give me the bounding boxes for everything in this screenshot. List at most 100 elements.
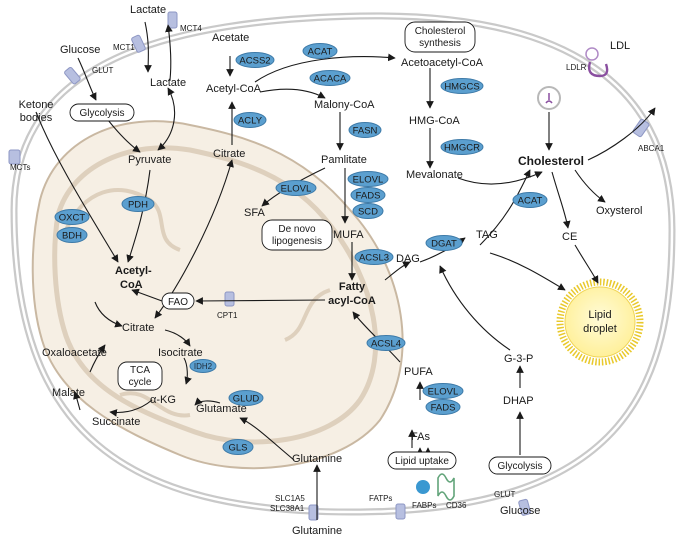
label-fatty-acyl-2: acyl-CoA [328, 295, 376, 307]
de-novo-lipogenesis-box: De novo lipogenesis [261, 219, 333, 251]
svg-text:TCA: TCA [130, 365, 150, 376]
label-glutamate: Glutamate [196, 403, 247, 415]
svg-text:FASN: FASN [353, 126, 378, 137]
label-oxysterol: Oxysterol [596, 205, 642, 217]
label-succinate: Succinate [92, 416, 140, 428]
enzyme-glud: GLUD [228, 390, 264, 406]
svg-text:ELOVL: ELOVL [281, 184, 312, 195]
svg-text:HMGCS: HMGCS [444, 82, 479, 93]
fao-box: FAO [161, 292, 195, 310]
label-akg: α-KG [150, 394, 176, 406]
label-ketone-2: bodies [20, 112, 53, 124]
glut-top-transporter [64, 66, 81, 85]
label-ldl: LDL [610, 40, 630, 52]
lipid-droplet-label-2: droplet [583, 323, 617, 335]
label-glucose-bottom: Glucose [500, 505, 540, 517]
label-slc38a1: SLC38A1 [270, 504, 305, 513]
svg-text:HMGCR: HMGCR [444, 143, 480, 154]
svg-text:cycle: cycle [129, 377, 152, 388]
label-dag: DAG [396, 253, 420, 265]
cpt1-transporter [224, 291, 235, 307]
enzyme-elovl-bottom: ELOVL [422, 383, 464, 399]
label-sfa: SFA [244, 207, 265, 219]
ldl-receptor-icon [585, 47, 609, 78]
label-ketone-1: Ketone [19, 99, 54, 111]
label-mcts: MCTs [10, 163, 30, 172]
label-acetyl-coa-mito-2: CoA [120, 279, 143, 291]
fabps-protein [416, 480, 430, 494]
svg-text:De novo: De novo [278, 224, 316, 235]
svg-text:ACLY: ACLY [238, 116, 263, 127]
svg-text:GLS: GLS [228, 443, 247, 454]
label-glutamine-mid: Glutamine [292, 453, 342, 465]
cell-membrane [10, 12, 676, 516]
slc-transporter [308, 504, 319, 521]
label-acetoacetyl-coa: Acetoacetyl-CoA [401, 57, 484, 69]
svg-text:ACAT: ACAT [518, 196, 543, 207]
label-acetyl-coa-cyto: Acetyl-CoA [206, 83, 262, 95]
svg-text:Glycolysis: Glycolysis [497, 461, 542, 472]
label-slc1a5: SLC1A5 [275, 494, 305, 503]
enzyme-fads: FADS [350, 187, 386, 203]
lipid-droplet-label-1: Lipid [588, 309, 611, 321]
glycolysis-bottom-box: Glycolysis [488, 456, 552, 475]
enzyme-acaca: ACACA [309, 70, 351, 86]
svg-text:OXCT: OXCT [59, 213, 86, 224]
enzyme-acsl4: ACSL4 [366, 335, 406, 351]
svg-text:synthesis: synthesis [419, 38, 461, 49]
svg-text:SCD: SCD [358, 207, 378, 218]
label-glut-top: GLUT [92, 66, 113, 75]
label-cd36: CD36 [446, 501, 467, 510]
label-mct4: MCT4 [180, 24, 202, 33]
enzyme-acat-right: ACAT [512, 192, 548, 208]
svg-text:Lipid uptake: Lipid uptake [395, 456, 449, 467]
label-fatps: FATPs [369, 494, 392, 503]
svg-text:ELOVL: ELOVL [353, 175, 384, 186]
label-pyruvate: Pyruvate [128, 154, 171, 166]
label-mufa: MUFA [333, 229, 364, 241]
fatp-transporter [395, 503, 406, 520]
enzyme-idh2: IDH2 [189, 359, 217, 373]
svg-text:Glycolysis: Glycolysis [79, 108, 124, 119]
enzyme-fads-bottom: FADS [425, 399, 461, 415]
label-lactate: Lactate [150, 77, 186, 89]
label-abca1: ABCA1 [638, 144, 665, 153]
label-acetate: Acetate [212, 32, 249, 44]
glycolysis-top-box: Glycolysis [69, 103, 135, 122]
label-mct1: MCT1 [113, 43, 135, 52]
svg-text:BDH: BDH [62, 231, 82, 242]
svg-text:DGAT: DGAT [431, 239, 457, 250]
enzyme-hmgcs: HMGCS [440, 78, 484, 94]
label-citrate-cyto: Citrate [213, 148, 245, 160]
label-g3p: G-3-P [504, 353, 533, 365]
glut-bottom-transporter [518, 498, 531, 516]
label-isocitrate: Isocitrate [158, 347, 203, 359]
label-ce: CE [562, 231, 577, 243]
enzyme-fasn: FASN [348, 122, 382, 138]
process-boxes: Glycolysis Cholesterol synthesis De novo… [69, 21, 552, 475]
label-acetyl-coa-mito-1: Acetyl- [115, 265, 152, 277]
svg-text:Cholesterol: Cholesterol [415, 26, 466, 37]
label-glut-bottom: GLUT [494, 490, 515, 499]
transporters [8, 11, 650, 521]
label-tag: TAG [476, 229, 498, 241]
metabolite-labels: Lactate MCT4 MCT1 Lactate Glucose GLUT K… [10, 4, 665, 537]
mct4-transporter [167, 11, 178, 29]
label-fas: FAs [411, 431, 430, 443]
enzyme-dgat: DGAT [425, 235, 463, 251]
label-citrate-mito: Citrate [122, 322, 154, 334]
enzyme-acsl3: ACSL3 [354, 249, 394, 265]
enzyme-hmgcr: HMGCR [440, 139, 484, 155]
cholesterol-synthesis-box: Cholesterol synthesis [404, 21, 476, 53]
tca-cycle-box: TCA cycle [117, 361, 163, 391]
cd36-protein [437, 473, 455, 501]
label-fabps: FABPs [412, 501, 436, 510]
mcts-transporter [8, 149, 21, 165]
svg-text:GLUD: GLUD [233, 394, 260, 405]
label-ldlr: LDLR [566, 63, 587, 72]
enzyme-scd: SCD [352, 203, 384, 219]
svg-text:IDH2: IDH2 [194, 362, 213, 371]
svg-text:ACAT: ACAT [308, 47, 333, 58]
label-mevalonate: Mevalonate [406, 169, 463, 181]
arrows [35, 21, 656, 520]
